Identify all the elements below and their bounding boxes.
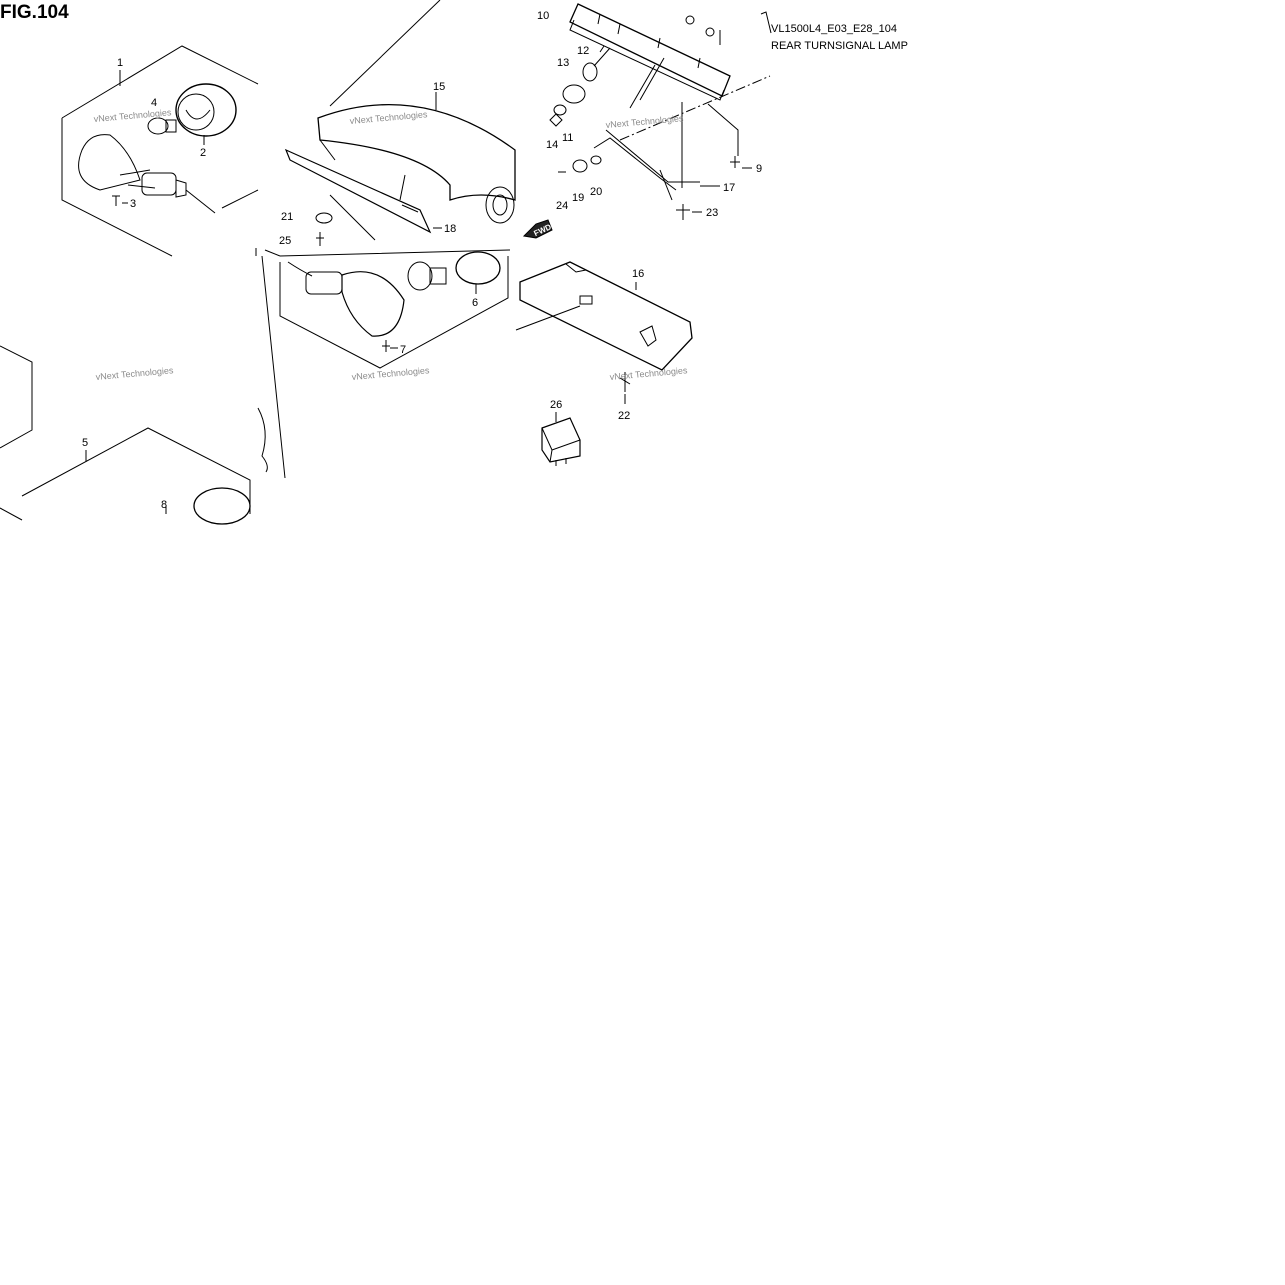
callout-14: 14 [546,139,558,151]
callout-22: 22 [618,410,630,422]
callout-19: 19 [572,192,584,204]
callout-12: 12 [577,45,589,57]
watermark: vNext Technologies [349,109,428,126]
turnsignal-center-group [255,212,511,479]
callout-10: 10 [537,10,549,22]
fwd-arrow-icon [522,219,553,239]
callout-15: 15 [433,81,445,93]
callout-24: 24 [556,200,568,212]
watermark: vNext Technologies [351,365,430,382]
callout-23: 23 [706,207,718,219]
callout-17: 17 [723,182,735,194]
callout-5: 5 [82,437,88,449]
watermark: vNext Technologies [93,107,172,124]
turnsignal-left-group [61,45,259,257]
turnsignal-lower-group [0,345,268,525]
callout-6: 6 [472,297,478,309]
callout-3: 3 [130,198,136,210]
figure-title: FIG.104 [0,2,69,23]
callout-9: 9 [756,163,762,175]
watermark: vNext Technologies [605,113,684,130]
diagram-subtitle: REAR TURNSIGNAL LAMP [771,40,908,52]
rear-bracket [549,3,771,220]
relay-bracket [515,261,693,404]
callout-18: 18 [444,223,456,235]
callout-16: 16 [632,268,644,280]
callout-25: 25 [279,235,291,247]
callout-20: 20 [590,186,602,198]
fender-cover [284,0,516,241]
callout-2: 2 [200,147,206,159]
relay [541,412,581,466]
callout-8: 8 [161,499,167,511]
callout-26: 26 [550,399,562,411]
watermark: vNext Technologies [609,365,688,382]
diagram-code: VL1500L4_E03_E28_104 [771,23,898,35]
callout-21: 21 [281,211,293,223]
code-mark [760,11,772,34]
callout-11: 11 [562,132,573,144]
callout-4: 4 [151,97,157,109]
callout-7: 7 [400,344,406,356]
callout-1: 1 [117,57,123,69]
callout-13: 13 [557,57,569,69]
watermark: vNext Technologies [95,365,174,382]
